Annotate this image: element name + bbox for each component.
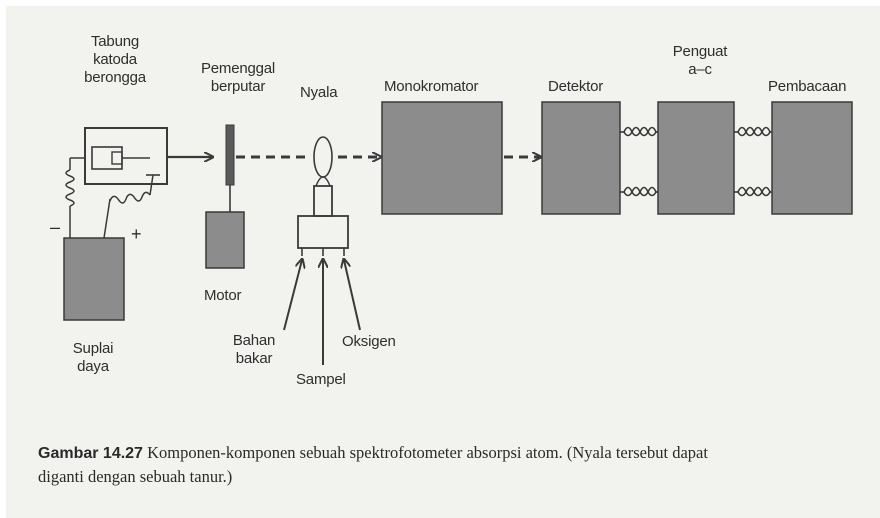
fuel-label-line-1: Bahan: [232, 332, 276, 349]
detector: [541, 101, 621, 215]
monochromator-label: Monokromator: [384, 78, 479, 95]
caption-text-line-2: diganti dengan sebuah tanur.): [38, 467, 233, 486]
amplifier-label: Penguat a–c: [660, 43, 740, 79]
rotating-chopper-label-line-1: Pemenggal: [200, 60, 276, 77]
fuel-label: Bahan bakar: [226, 332, 282, 368]
fuel-arrow: [283, 260, 302, 331]
power-supply-label: Suplai daya: [58, 340, 128, 376]
power-supply-label-line-2: daya: [77, 358, 109, 375]
hollow-cathode-lamp-label-line-2: katoda: [93, 51, 137, 68]
power-wire-left: [65, 157, 85, 238]
detector-label: Detektor: [548, 78, 604, 95]
figure-number: Gambar 14.27: [38, 445, 143, 462]
hollow-cathode-lamp-label-line-3: berongga: [84, 69, 146, 86]
figure-caption: Gambar 14.27 Komponen-komponen sebuah sp…: [38, 441, 858, 488]
rotating-chopper-label-line-2: berputar: [210, 78, 266, 95]
amplifier: [657, 101, 735, 215]
sample-label: Sampel: [296, 371, 346, 388]
rotating-chopper: [225, 124, 235, 212]
readout: [771, 101, 853, 215]
caption-text-line-1: Komponen-komponen sebuah spektrofotomete…: [147, 443, 708, 462]
readout-label: Pembacaan: [768, 78, 847, 95]
oxygen-label: Oksigen: [342, 333, 396, 350]
amplifier-label-line-1: Penguat: [672, 43, 728, 60]
hollow-cathode-lamp-label-line-1: Tabung: [90, 33, 139, 50]
monochromator: [381, 101, 503, 215]
coil-wire-amplifier-readout: [734, 126, 772, 197]
hollow-cathode-lamp-label: Tabung katoda berongga: [80, 33, 150, 87]
oxygen-arrow: [344, 260, 361, 331]
motor-label: Motor: [204, 287, 242, 304]
flame-label: Nyala: [300, 84, 338, 101]
power-wire-right: [103, 174, 154, 239]
fuel-label-line-2: bakar: [235, 350, 273, 367]
minus-sign: –: [50, 217, 60, 237]
caption-line-1: Gambar 14.27 Komponen-komponen sebuah sp…: [38, 441, 858, 465]
amplifier-label-line-2: a–c: [688, 61, 712, 78]
flame-burner: [297, 136, 349, 256]
power-supply: [63, 237, 125, 321]
coil-wire-detector-amplifier: [620, 126, 658, 197]
motor: [205, 211, 245, 269]
plus-sign: +: [131, 224, 142, 244]
rotating-chopper-label: Pemenggal berputar: [196, 60, 280, 96]
power-supply-label-line-1: Suplai: [72, 340, 114, 357]
